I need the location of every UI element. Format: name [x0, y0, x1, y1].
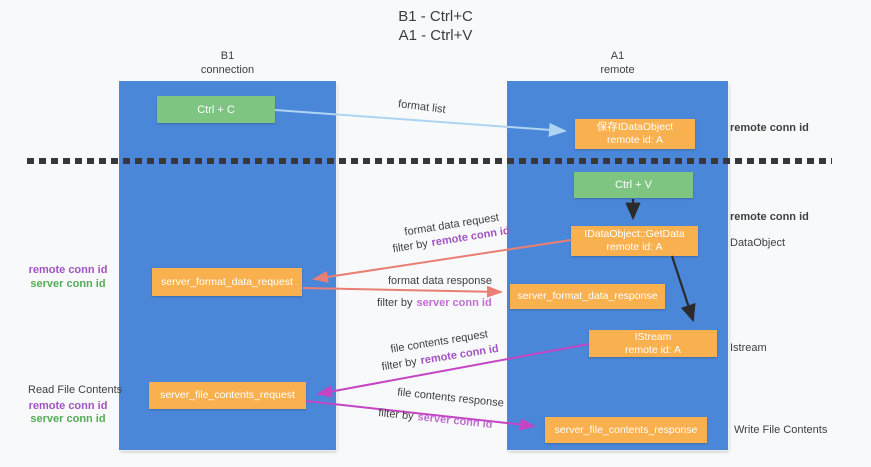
node-server-format-data-request-label: server_format_data_request [161, 275, 293, 288]
node-istream: IStream remote id: A [589, 330, 717, 357]
edge-label-format-data-response: format data response [388, 275, 492, 287]
node-ctrl-c-label: Ctrl + C [197, 103, 235, 116]
diagram-title: B1 - Ctrl+C A1 - Ctrl+V [0, 7, 871, 45]
annotation-write-file-contents: Write File Contents [734, 424, 828, 436]
node-save-idataobject-line2: remote id: A [606, 134, 664, 146]
annotation-left-server-conn-id-top: server conn id [30, 278, 106, 290]
lane-b1-name: B1 [220, 50, 235, 62]
node-server-file-contents-response-label: server_file_contents_response [554, 423, 698, 436]
annotation-left-remote-conn-id-bottom: remote conn id [28, 400, 108, 412]
edge-label-file-contents-response: file contents response [397, 386, 505, 409]
node-ctrl-v: Ctrl + V [574, 172, 693, 198]
annotation-istream: Istream [730, 342, 767, 354]
annotation-read-file-contents: Read File Contents [28, 384, 123, 396]
format-list-text: format list [397, 98, 447, 116]
format-data-response-text: format data response [388, 275, 492, 287]
filter-prefix: filter by [377, 297, 413, 309]
node-idataobject-getdata: IDataObject::GetData remote id: A [571, 226, 698, 256]
edge-label-format-list: format list [397, 98, 446, 116]
node-server-format-data-response-label: server_format_data_response [517, 290, 658, 302]
annotation-left-remote-conn-id-top: remote conn id [28, 264, 108, 276]
filter-prefix: filter by [380, 355, 418, 374]
node-save-idataobject: 保存IDataObject remote id: A [575, 119, 695, 149]
node-server-file-contents-request-label: server_file_contents_request [160, 389, 295, 401]
filter-prefix: filter by [377, 407, 415, 423]
node-server-file-contents-request: server_file_contents_request [149, 382, 306, 409]
phase-separator-dashed-line [27, 158, 832, 164]
node-getdata-line2: remote id: A [606, 241, 663, 253]
lane-a1-name: A1 [610, 50, 625, 62]
filter-key-server-conn-id: server conn id [416, 411, 493, 431]
file-contents-response-text: file contents response [396, 386, 505, 410]
node-save-idataobject-line1: 保存IDataObject [596, 121, 674, 133]
title-line-1: B1 - Ctrl+C [398, 8, 473, 25]
node-istream-line1: IStream [634, 330, 672, 343]
node-getdata-line1: IDataObject::GetData [584, 228, 685, 240]
node-istream-line2: remote id: A [624, 343, 682, 356]
annotation-left-server-conn-id-bottom: server conn id [30, 413, 106, 425]
annotation-remote-conn-id-mid: remote conn id [730, 211, 809, 223]
node-ctrl-c: Ctrl + C [157, 96, 275, 123]
title-line-2: A1 - Ctrl+V [398, 27, 473, 44]
filter-key-server-conn-id: server conn id [416, 297, 492, 309]
lane-b1-role: connection [200, 64, 255, 76]
node-server-format-data-response: server_format_data_response [510, 284, 665, 309]
annotation-remote-conn-id-top: remote conn id [730, 122, 809, 134]
node-ctrl-v-label: Ctrl + V [615, 179, 652, 191]
lane-header-b1: B1 connection [119, 49, 336, 77]
filter-prefix: filter by [391, 237, 429, 256]
lane-header-a1: A1 remote [507, 49, 728, 77]
node-server-file-contents-response: server_file_contents_response [545, 417, 707, 443]
node-server-format-data-request: server_format_data_request [152, 268, 302, 296]
annotation-dataobject: DataObject [730, 237, 786, 249]
lane-a1-role: remote [600, 64, 635, 76]
